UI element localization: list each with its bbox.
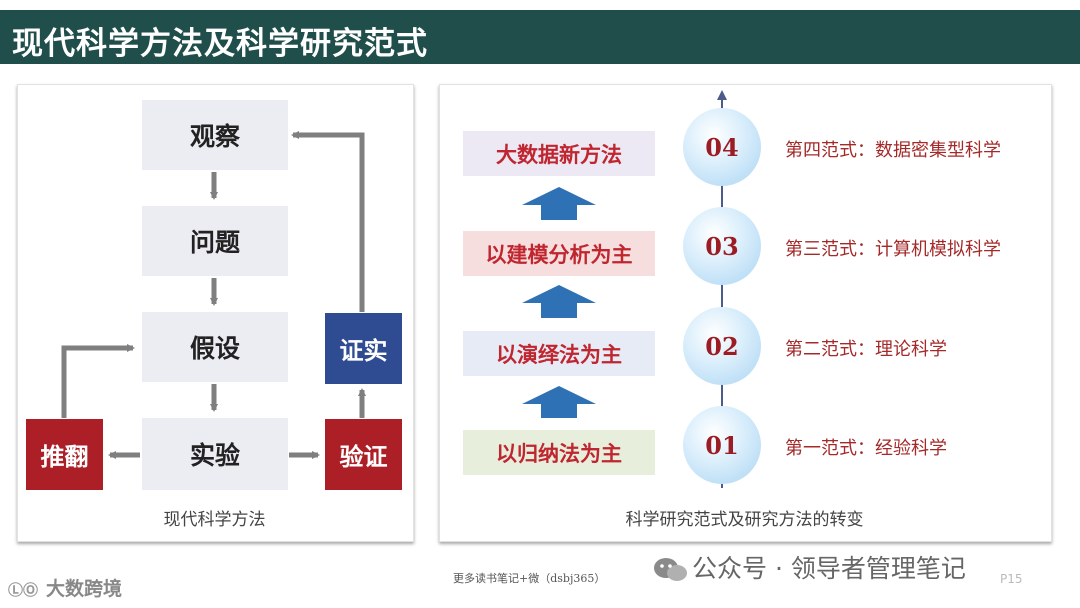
logo: ⓁⓄ 大数跨境 [8,574,122,601]
paradigm-4-label: 第四范式：数据密集型科学 [785,140,1001,161]
paradigm-1-label: 第一范式：经验科学 [785,438,947,459]
arrow-overturn-to-hypothesis [61,344,135,418]
title-bar: 现代科学方法及科学研究范式 [0,10,1080,64]
paradigm-2-label: 第二范式：理论科学 [785,339,947,360]
footer-note: 更多读书笔记+微（dsbj365） [453,572,606,585]
method-deduction: 以演绎法为主 [463,331,655,376]
method-modeling: 以建模分析为主 [463,231,655,276]
up-arrow-3 [522,187,596,220]
page-title: 现代科学方法及科学研究范式 [12,26,428,62]
verify-box: 验证 [325,419,402,490]
paradigm-number-03: 03 [683,207,761,285]
arrow-prove-to-observe [291,131,365,312]
step-hypothesis: 假设 [142,312,288,382]
logo-text: 大数跨境 [46,578,123,600]
step-observe: 观察 [142,100,288,170]
paradigm-3-label: 第三范式：计算机模拟科学 [785,239,1001,260]
left-caption: 现代科学方法 [163,510,266,530]
method-big-data: 大数据新方法 [463,131,655,176]
step-question: 问题 [142,206,288,276]
method-induction: 以归纳法为主 [463,430,655,475]
up-arrow-2 [522,285,596,318]
up-arrow-1 [522,386,596,418]
paradigm-number-01: 01 [683,406,761,484]
right-caption: 科学研究范式及研究方法的转变 [625,510,864,530]
page-number: P15 [1000,572,1023,586]
watermark-text: 公众号 · 领导者管理笔记 [692,554,966,583]
paradigm-number-04: 04 [683,108,761,186]
watermark: 公众号 · 领导者管理笔记 [652,549,966,585]
wechat-icon [652,556,692,584]
overturn-box: 推翻 [26,419,103,490]
logo-icon: ⓁⓄ [8,581,39,599]
step-experiment: 实验 [142,418,288,490]
paradigm-number-02: 02 [683,307,761,385]
prove-box: 证实 [325,313,402,384]
